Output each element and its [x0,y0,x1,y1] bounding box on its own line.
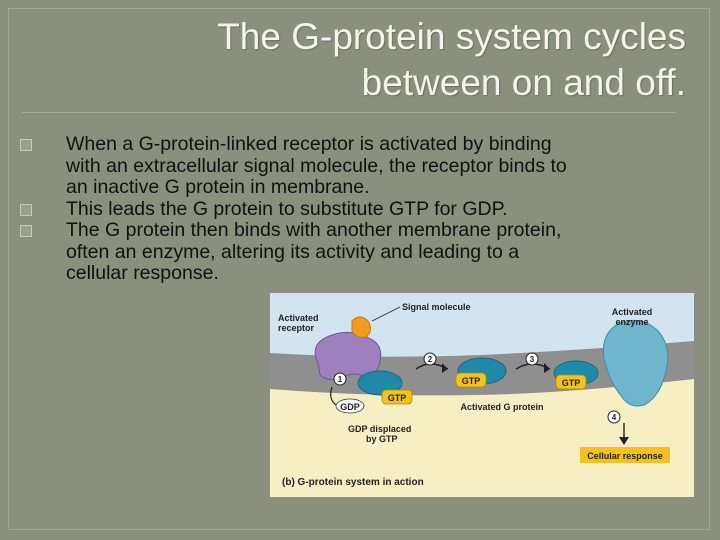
inactive-g-protein-shape [357,370,403,396]
gdp-label: GDP [340,402,360,412]
bullet-item: The G protein then binds with another me… [20,219,700,285]
signal-leader-line [371,306,401,322]
bullet-list: When a G-protein-linked receptor is acti… [20,133,700,285]
bullet-text: This leads the G protein to substitute G… [66,197,508,220]
step-1-arrow [330,386,337,406]
activated-g-protein-label: Activated G protein [460,402,543,412]
cellular-response-box [580,447,670,463]
activated-enzyme-label-2: enzyme [615,317,648,327]
step-1-marker [333,372,347,386]
step-4-marker [607,410,621,424]
gdp-shape [335,398,365,414]
step-1-number: 1 [338,375,343,384]
bullet-text: an inactive G protein in membrane. [66,176,370,198]
title-line-1: The G-protein system cycles [217,16,686,57]
step-3-number: 3 [530,355,535,364]
signal-molecule-shape [351,316,372,338]
gdp-displaced-label-1: GDP displaced [348,424,411,434]
step-3-arrowhead [544,363,550,373]
step-4-number: 4 [612,413,617,422]
gdp-displaced-label-2: by GTP [366,434,398,444]
cellular-response-label: Cellular response [587,451,663,461]
step-2-arrowhead [442,363,448,373]
slide-frame [8,8,710,530]
gtp-badge-center [455,372,487,388]
bullet-text: cellular response. [66,262,219,284]
bullet-item: This leads the G protein to substitute G… [20,197,700,221]
activated-receptor-label-2: receptor [278,323,315,333]
activated-enzyme-shape [602,319,669,407]
bullet-text: with an extracellular signal molecule, t… [66,154,567,177]
extracellular-region [270,293,694,357]
signal-molecule-label: Signal molecule [402,302,471,312]
bullet-marker-icon [20,139,32,151]
g-protein-figure: GTP GDP 1 2 GTP Activated G protein 3 GT… [270,293,694,497]
slide-title: The G-protein system cycles between on a… [66,14,686,106]
step-3-marker [525,352,539,366]
gtp-label-left: GTP [388,393,407,403]
title-line-2: between on and off. [361,62,686,103]
activated-receptor-label-1: Activated [278,313,319,323]
gtp-label-center: GTP [462,376,481,386]
bullet-text: When a G-protein-linked receptor is acti… [66,133,552,155]
bullet-item: When a G-protein-linked receptor is acti… [20,133,700,199]
bullet-text: often an enzyme, altering its activity a… [66,240,520,263]
bullet-text: The G protein then binds with another me… [66,219,562,241]
g-protein-diagram: GTP GDP 1 2 GTP Activated G protein 3 GT… [270,293,694,497]
step-2-marker [423,352,437,366]
title-divider [22,112,676,113]
gtp-badge-left [381,389,413,405]
gtp-label-right: GTP [562,378,581,388]
bullet-marker-icon [20,203,32,216]
figure-caption: (b) G-protein system in action [282,477,424,488]
bullet-marker-icon [20,225,32,237]
step-4-arrowhead [619,437,629,445]
gtp-badge-right [555,374,587,390]
step-2-number: 2 [428,355,433,364]
activated-enzyme-label-1: Activated [612,307,653,317]
